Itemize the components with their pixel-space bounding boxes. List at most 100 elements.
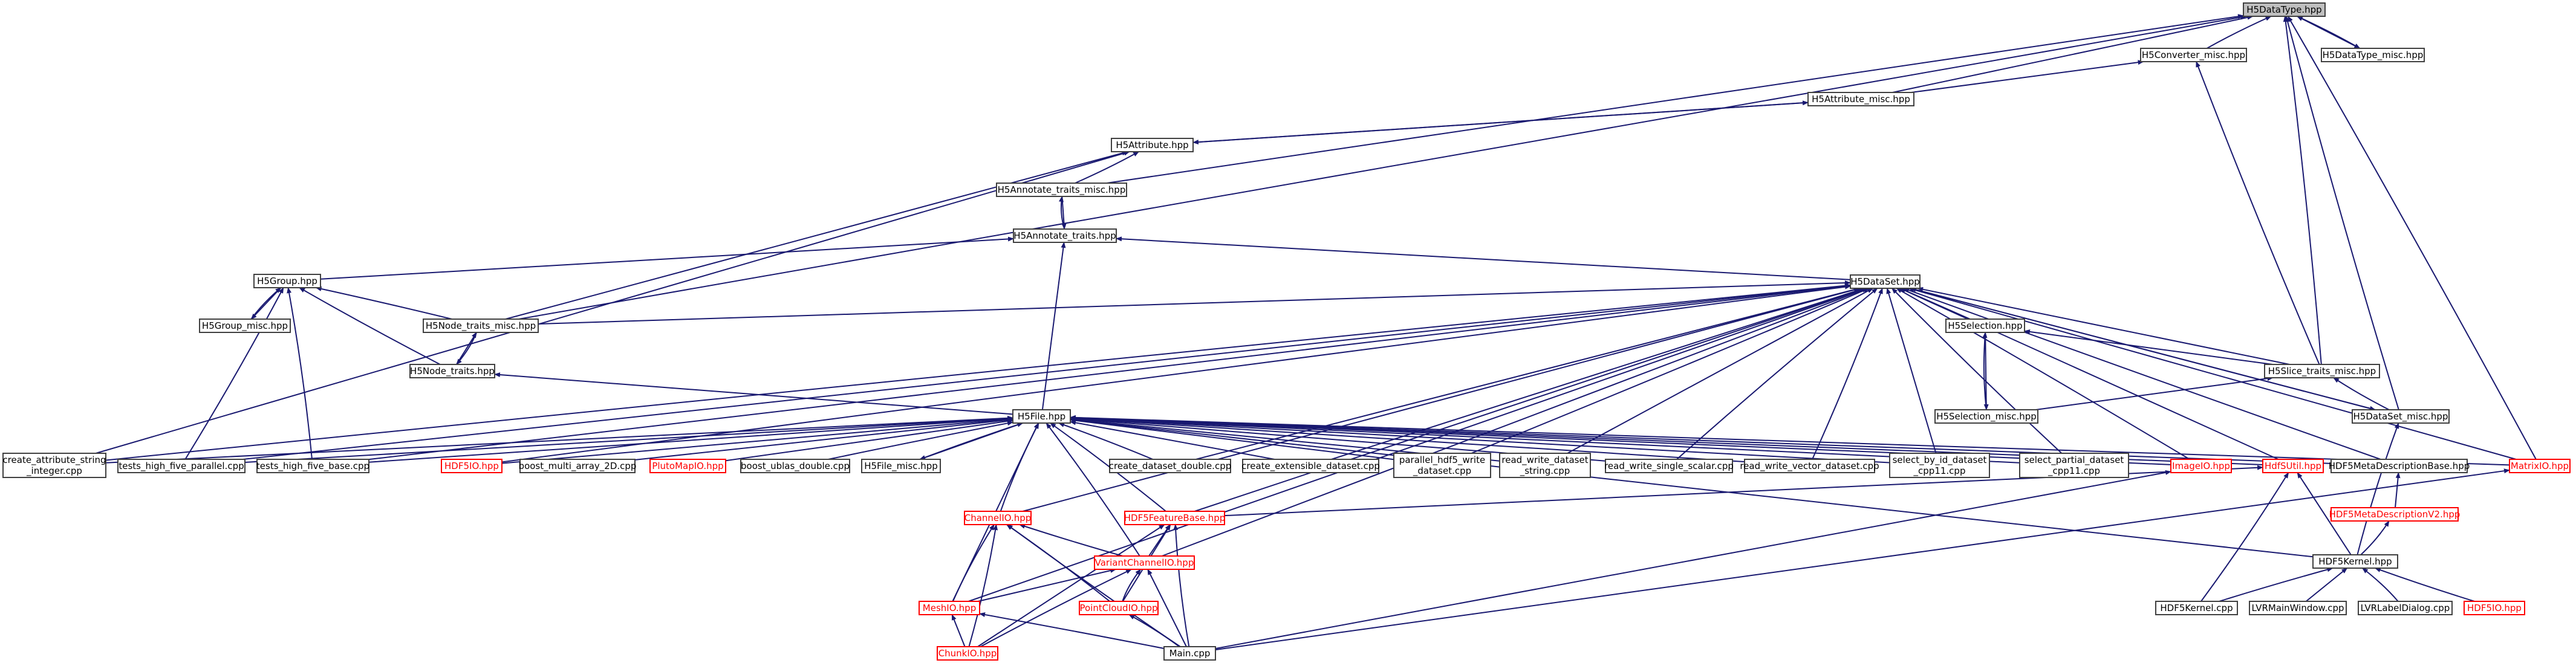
edge-hdfsutil-hpp-to-h5dataset-hpp: [1899, 288, 2279, 460]
node-main-cpp[interactable]: Main.cpp: [1163, 646, 1216, 661]
edge-h5node-traits-misc-hpp-to-h5datatype-hpp: [518, 15, 2247, 320]
node-chunkio-hpp[interactable]: ChunkIO.hpp: [937, 646, 998, 661]
node-h5dataset-hpp[interactable]: H5DataSet.hpp: [1850, 274, 1921, 289]
node-box: [1934, 409, 2038, 424]
edge-tests-high-five-base-cpp-to-h5file-hpp: [368, 416, 1013, 463]
node-create-dataset-double-cpp[interactable]: create_dataset_double.cpp: [1109, 459, 1232, 473]
node-read-write-vector-dataset-cpp[interactable]: read_write_vector_dataset.cpp: [1740, 459, 1879, 473]
node-label: HDF5FeatureBase.hpp: [1124, 513, 1226, 523]
node-h5attribute-misc-hpp[interactable]: H5Attribute_misc.hpp: [1807, 92, 1914, 106]
node-box: [861, 459, 941, 473]
node-read-write-dataset-string-cpp[interactable]: read_write_dataset_string.cpp: [1499, 453, 1591, 478]
node-select-by-id-dataset-cpp11-cpp[interactable]: select_by_id_dataset_cpp11.cpp: [1889, 453, 1990, 478]
node-hdf5metadescriptionv2-hpp[interactable]: HDF5MetaDescriptionV2.hpp: [2329, 507, 2461, 522]
node-box: [2140, 48, 2247, 62]
edge-meshio-hpp-to-h5dataset-hpp: [968, 288, 1867, 602]
node-tests-high-five-base-cpp[interactable]: tests_high_five_base.cpp: [256, 459, 369, 473]
node-create-attribute-string-integer-cpp[interactable]: create_attribute_string_integer.cpp: [2, 453, 106, 478]
node-hdf5metadescriptionbase-hpp[interactable]: HDF5MetaDescriptionBase.hpp: [2329, 459, 2470, 473]
node-box: [996, 183, 1127, 197]
node-label: ChunkIO.hpp: [938, 648, 997, 659]
edge-h5attribute-misc-hpp-to-h5converter-misc-hpp: [1911, 60, 2144, 93]
edge-h5node-traits-hpp-to-h5node-traits-misc-hpp: [456, 332, 477, 365]
node-box: [409, 364, 495, 378]
edge-chunkio-hpp-to-meshio-hpp: [951, 614, 966, 647]
edge-hdf5io-2-hpp-to-hdf5kernel-hpp: [2374, 568, 2475, 602]
node-boost-ublas-double-cpp[interactable]: boost_ublas_double.cpp: [740, 459, 850, 473]
edge-h5selection-hpp-to-h5selection-misc-hpp: [1983, 332, 1989, 410]
node-box: [2243, 2, 2326, 17]
node-variantchannelio-hpp[interactable]: VariantChannelIO.hpp: [1094, 555, 1195, 570]
node-h5slice-traits-misc-hpp[interactable]: H5Slice_traits_misc.hpp: [2264, 364, 2380, 378]
node-lvrmainwindow-cpp[interactable]: LVRMainWindow.cpp: [2249, 601, 2347, 615]
node-label: select_partial_dataset: [2025, 454, 2124, 466]
node-h5attribute-hpp[interactable]: H5Attribute.hpp: [1111, 138, 1194, 152]
node-boost-multi-array-2d-cpp[interactable]: boost_multi_array_2D.cpp: [519, 459, 637, 473]
node-h5datatype-misc-hpp[interactable]: H5DataType_misc.hpp: [2321, 48, 2425, 62]
edge-h5slice-traits-misc-hpp-to-h5converter-misc-hpp: [2196, 61, 2320, 365]
node-label: H5DataType.hpp: [2246, 4, 2321, 15]
node-read-write-single-scalar-cpp[interactable]: read_write_single_scalar.cpp: [1604, 459, 1734, 473]
node-hdf5kernel-hpp[interactable]: HDF5Kernel.hpp: [2312, 554, 2398, 569]
node-label: _integer.cpp: [26, 465, 82, 477]
node-h5dataset-misc-hpp[interactable]: H5DataSet_misc.hpp: [2352, 409, 2450, 424]
edge-h5selection-misc-hpp-to-h5slice-traits-misc-hpp: [2035, 376, 2274, 410]
edge-read-write-dataset-string-cpp-to-h5dataset-hpp: [1567, 288, 1874, 454]
node-label: H5Annotate_traits_misc.hpp: [998, 184, 1126, 196]
node-label: tests_high_five_base.cpp: [256, 461, 369, 472]
node-hdf5io-2-hpp[interactable]: HDF5IO.hpp: [2464, 601, 2525, 615]
node-select-partial-dataset-cpp11-cpp[interactable]: select_partial_dataset_cpp11.cpp: [2019, 453, 2129, 478]
edge-read-write-single-scalar-cpp-to-h5dataset-hpp: [1676, 288, 1878, 460]
node-label: H5Attribute_misc.hpp: [1812, 94, 1910, 105]
node-label: boost_ublas_double.cpp: [741, 461, 850, 472]
node-box: [2330, 459, 2468, 473]
edge-chunkio-hpp-to-variantchannelio-hpp: [980, 569, 1132, 647]
node-box: [2170, 459, 2232, 473]
node-matrixio-hpp[interactable]: MatrixIO.hpp: [2509, 459, 2571, 473]
node-h5node-traits-misc-hpp[interactable]: H5Node_traits_misc.hpp: [423, 319, 539, 333]
node-meshio-hpp[interactable]: MeshIO.hpp: [919, 601, 980, 615]
node-box: [2352, 409, 2450, 424]
node-h5group-misc-hpp[interactable]: H5Group_misc.hpp: [199, 319, 291, 333]
node-tests-high-five-parallel-cpp[interactable]: tests_high_five_parallel.cpp: [117, 459, 246, 473]
edge-channelio-hpp-to-h5file-hpp: [1000, 422, 1039, 512]
node-channelio-hpp[interactable]: ChannelIO.hpp: [964, 511, 1032, 525]
node-h5converter-misc-hpp[interactable]: H5Converter_misc.hpp: [2140, 48, 2247, 62]
edge-tests-high-five-base-cpp-to-h5group-hpp: [287, 287, 313, 460]
node-label: read_write_dataset: [1501, 454, 1588, 466]
edge-matrixio-hpp-to-h5dataset-hpp: [1908, 287, 2517, 460]
node-h5file-hpp[interactable]: H5File.hpp: [1012, 409, 1071, 424]
node-h5group-hpp[interactable]: H5Group.hpp: [253, 274, 321, 288]
node-imageio-hpp[interactable]: ImageIO.hpp: [2170, 459, 2232, 473]
node-h5file-misc-hpp[interactable]: H5File_misc.hpp: [861, 459, 941, 473]
node-h5annotate-traits-hpp[interactable]: H5Annotate_traits.hpp: [1013, 228, 1117, 243]
node-pointcloudio-hpp[interactable]: PointCloudIO.hpp: [1079, 601, 1159, 615]
node-h5annotate-traits-misc-hpp[interactable]: H5Annotate_traits_misc.hpp: [996, 183, 1127, 197]
node-label: LVRMainWindow.cpp: [2251, 603, 2344, 613]
node-h5selection-misc-hpp[interactable]: H5Selection_misc.hpp: [1934, 409, 2038, 424]
edge-hdf5metadescriptionbase-hpp-to-h5file-hpp: [1070, 415, 2332, 464]
node-box: [441, 459, 503, 473]
node-box: [740, 459, 850, 473]
node-hdf5kernel-cpp[interactable]: HDF5Kernel.cpp: [2155, 601, 2238, 615]
edge-tests-high-five-parallel-cpp-to-h5group-hpp: [184, 287, 284, 460]
node-label: create_dataset_double.cpp: [1109, 461, 1232, 472]
edge-meshio-hpp-to-variantchannelio-hpp: [978, 568, 1117, 602]
node-hdfsutil-hpp[interactable]: HdfSUtil.hpp: [2262, 459, 2324, 473]
node-box: [2, 453, 106, 478]
node-plutomapio-hpp[interactable]: PlutoMapIO.hpp: [649, 459, 726, 473]
node-label: H5Selection.hpp: [1948, 320, 2022, 331]
edge-hdf5featurebase-hpp-to-h5dataset-hpp: [1194, 288, 1866, 512]
node-parallel-hdf5-write-dataset-cpp[interactable]: parallel_hdf5_write_dataset.cpp: [1393, 453, 1491, 478]
node-create-extensible-dataset-cpp[interactable]: create_extensible_dataset.cpp: [1241, 459, 1380, 473]
node-label: HDF5Kernel.hpp: [2318, 556, 2392, 567]
edge-select-partial-dataset-cpp11-cpp-to-h5file-hpp: [1070, 415, 2020, 464]
node-hdf5io-hpp[interactable]: HDF5IO.hpp: [441, 459, 503, 473]
node-hdf5featurebase-hpp[interactable]: HDF5FeatureBase.hpp: [1124, 511, 1226, 525]
node-lvrlabeldialog-cpp[interactable]: LVRLabelDialog.cpp: [2358, 601, 2453, 615]
node-label: H5DataSet_misc.hpp: [2353, 411, 2448, 422]
node-label: Main.cpp: [1169, 648, 1211, 659]
node-box: [1111, 138, 1194, 152]
node-h5node-traits-hpp[interactable]: H5Node_traits.hpp: [409, 364, 495, 378]
node-h5selection-hpp[interactable]: H5Selection.hpp: [1945, 319, 2025, 333]
